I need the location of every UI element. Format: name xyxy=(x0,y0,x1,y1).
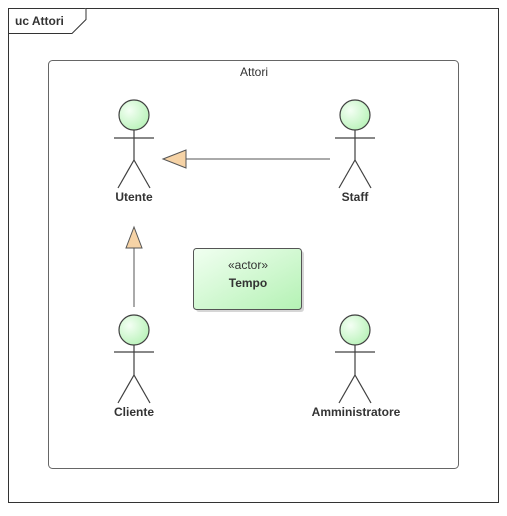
generalization-staff-utente[interactable] xyxy=(161,149,330,169)
actor-staff[interactable]: Staff xyxy=(335,99,375,204)
actor-label-cliente: Cliente xyxy=(114,405,154,419)
generalization-cliente-utente[interactable] xyxy=(125,225,143,307)
class-stereotype: «actor» xyxy=(228,258,268,272)
actor-utente[interactable]: Utente xyxy=(114,99,154,204)
frame-title: uc Attori xyxy=(15,14,64,28)
actor-label-amministratore: Amministratore xyxy=(312,405,401,419)
class-name: Tempo xyxy=(229,276,267,290)
boundary-title: Attori xyxy=(240,65,268,79)
actor-label-staff: Staff xyxy=(342,190,370,204)
actor-cliente[interactable]: Cliente xyxy=(114,314,154,419)
diagram-frame: uc Attori xyxy=(8,8,499,503)
actor-amministratore[interactable]: Amministratore xyxy=(312,314,401,419)
actor-label-utente: Utente xyxy=(115,190,153,204)
actor-class-tempo[interactable]: «actor» Tempo xyxy=(193,248,305,313)
